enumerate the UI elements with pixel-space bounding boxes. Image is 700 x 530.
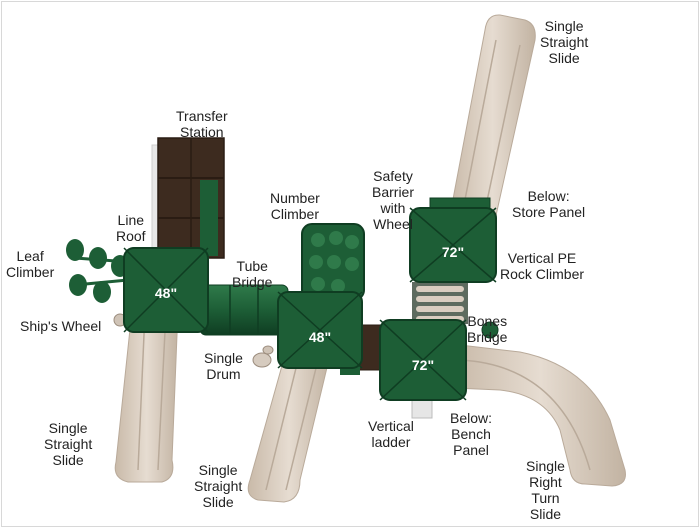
single-straight-slide-top bbox=[449, 14, 536, 221]
label-single-straight-slide-top: Single Straight Slide bbox=[540, 18, 589, 66]
single-straight-slide-left bbox=[114, 309, 179, 483]
deck-height-label: 72" bbox=[412, 357, 434, 373]
deck-height-label: 48" bbox=[309, 329, 331, 345]
leaf-climber bbox=[66, 239, 131, 303]
label-tube-bridge: Tube Bridge bbox=[232, 258, 273, 290]
label-single-straight-slide-left: Single Straight Slide bbox=[44, 420, 93, 468]
transfer-station bbox=[151, 137, 225, 259]
label-vertical-pe-rock-climber: Vertical PE Rock Climber bbox=[500, 250, 585, 282]
label-vertical-ladder: Vertical ladder bbox=[368, 418, 414, 450]
label-single-straight-slide-center: Single Straight Slide bbox=[194, 462, 243, 510]
label-transfer-station: Transfer Station bbox=[176, 108, 228, 140]
deck-48-left: 48" bbox=[123, 247, 209, 333]
bones-bridge bbox=[412, 282, 499, 339]
label-store-panel: Below: Store Panel bbox=[512, 188, 586, 220]
label-ships-wheel: Ship's Wheel bbox=[20, 318, 102, 334]
label-line-roof: Line Roof bbox=[116, 212, 146, 244]
label-bench-panel: Below: Bench Panel bbox=[450, 410, 493, 458]
label-single-drum: Single Drum bbox=[204, 350, 243, 382]
tube-bridge bbox=[199, 284, 289, 336]
label-leaf-climber: Leaf Climber bbox=[6, 248, 55, 280]
number-climber bbox=[301, 223, 365, 301]
label-bones-bridge: Bones Bridge bbox=[467, 313, 508, 345]
deck-height-label: 48" bbox=[155, 285, 177, 301]
single-straight-slide-center bbox=[247, 354, 331, 503]
deck-height-label: 72" bbox=[442, 244, 464, 260]
label-safety-barrier-with-wheel: Safety Barrier with Wheel bbox=[372, 168, 415, 232]
label-single-right-turn-slide: Single Right Turn Slide bbox=[526, 458, 565, 522]
single-right-turn-slide bbox=[454, 344, 626, 487]
label-number-climber: Number Climber bbox=[270, 190, 320, 222]
single-drum bbox=[252, 345, 274, 368]
deck-72-upper: 72" bbox=[409, 207, 497, 283]
deck-72-lower: 72" bbox=[379, 319, 467, 401]
deck-48-center: 48" bbox=[277, 291, 363, 369]
